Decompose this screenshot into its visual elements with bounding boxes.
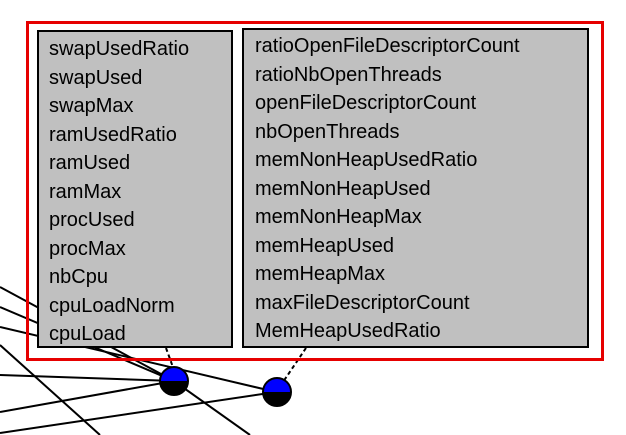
metric-list-right: ratioOpenFileDescriptorCount ratioNbOpen… (255, 32, 587, 346)
metric-item: memHeapMax (255, 263, 386, 285)
metric-item: cpuLoad (49, 323, 126, 345)
metric-item: procUsed (49, 209, 135, 231)
metric-item: nbCpu (49, 266, 108, 288)
metric-item: MemHeapUsedRatio (255, 320, 441, 342)
port-node[interactable] (159, 366, 189, 396)
edge-line (0, 391, 277, 434)
metrics-box-right[interactable]: ratioOpenFileDescriptorCount ratioNbOpen… (242, 28, 589, 348)
metric-item: swapMax (49, 95, 134, 117)
metrics-box-left[interactable]: swapUsedRatio swapUsed swapMax ramUsedRa… (37, 30, 233, 348)
metric-item: memHeapUsed (255, 234, 394, 257)
selection-frame[interactable] (26, 21, 604, 361)
metric-item: ramUsedRatio (49, 123, 177, 146)
metric-item: ratioNbOpenThreads (255, 63, 442, 86)
edge-line (0, 380, 175, 413)
metric-item: memNonHeapMax (255, 206, 422, 228)
metric-item: nbOpenThreads (255, 120, 400, 143)
dashed-connector (165, 347, 175, 371)
port-node[interactable] (262, 377, 292, 407)
metric-item: memNonHeapUsed (255, 177, 431, 200)
metric-item: memNonHeapUsedRatio (255, 149, 478, 171)
metric-item: ramUsed (49, 152, 131, 174)
edge-line (173, 380, 251, 435)
metric-item: swapUsed (49, 66, 143, 89)
metric-item: cpuLoadNorm (49, 294, 175, 317)
metric-item: ramMax (49, 180, 122, 203)
metric-item: swapUsedRatio (49, 38, 190, 60)
metric-item: ratioOpenFileDescriptorCount (255, 35, 520, 57)
metric-list-left: swapUsedRatio swapUsed swapMax ramUsedRa… (49, 35, 231, 349)
metric-item: openFileDescriptorCount (255, 92, 477, 114)
metric-item: maxFileDescriptorCount (255, 291, 470, 314)
metric-item: procMax (49, 237, 126, 260)
edge-line (0, 374, 175, 382)
